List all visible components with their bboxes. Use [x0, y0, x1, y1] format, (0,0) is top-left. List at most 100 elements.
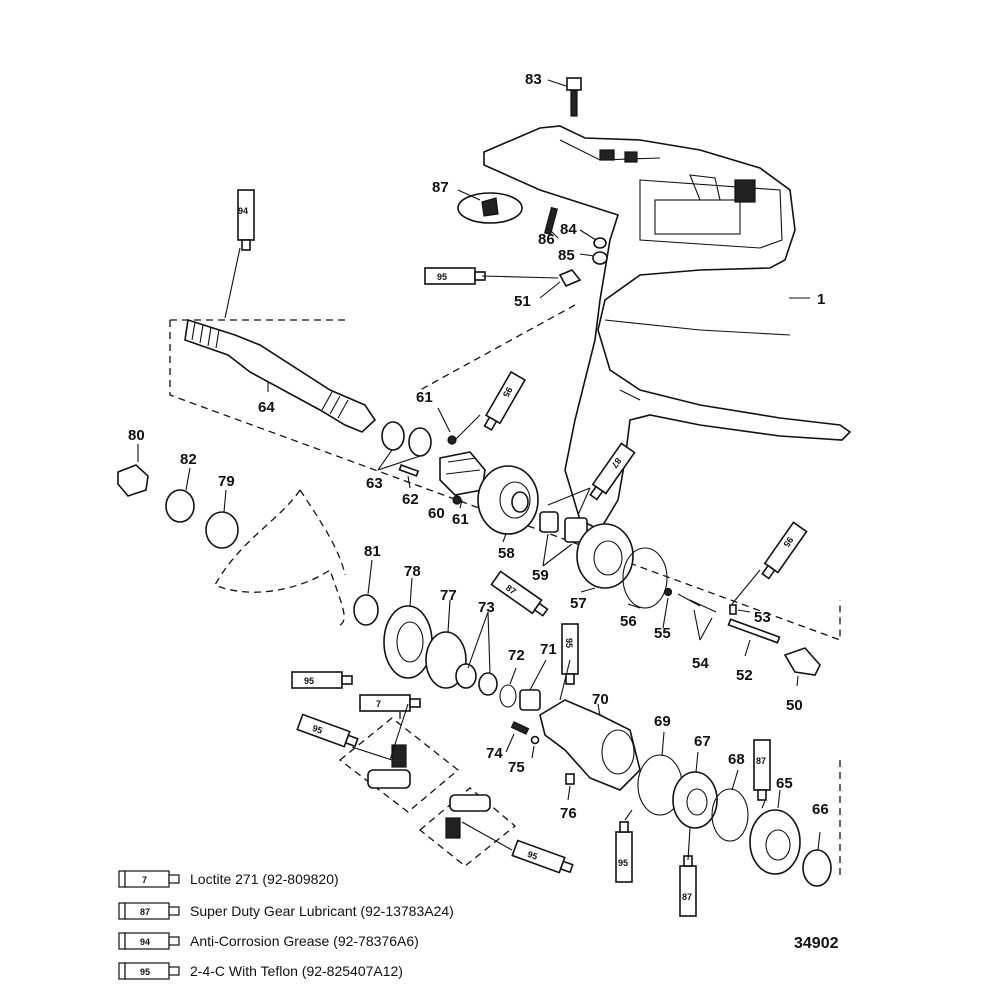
part-54-springs	[677, 593, 717, 613]
part-70-carrier	[539, 699, 641, 791]
part-63-ring-a	[381, 421, 405, 451]
label-67: 67	[694, 733, 711, 750]
tube-95-b: 95	[483, 370, 527, 432]
tube-95-g: 95	[615, 821, 633, 883]
part-76-insert	[565, 773, 575, 785]
tube-95-e: 95	[291, 671, 353, 689]
part-73-bearing-a	[455, 663, 477, 689]
part-55-ball	[663, 587, 673, 597]
legend-row-anti-corrosion: 94 Anti-Corrosion Grease (92-78376A6)	[118, 930, 538, 956]
svg-text:87: 87	[682, 892, 692, 902]
tube-87-c: 87	[753, 739, 771, 801]
part-80-nut	[117, 464, 149, 497]
label-56: 56	[620, 613, 637, 630]
label-62: 62	[402, 491, 419, 508]
label-54: 54	[692, 655, 709, 672]
label-72: 72	[508, 647, 525, 664]
leader-lines	[137, 79, 821, 861]
label-66: 66	[812, 801, 829, 818]
figure-number: 34902	[794, 935, 839, 952]
svg-text:95: 95	[311, 723, 324, 736]
label-77: 77	[440, 587, 457, 604]
part-73-bearing-b	[478, 672, 498, 696]
label-65: 65	[776, 775, 793, 792]
svg-text:95: 95	[437, 272, 447, 282]
svg-text:94: 94	[238, 206, 248, 216]
part-61-ball-b	[452, 495, 462, 505]
label-60: 60	[428, 505, 445, 522]
label-75: 75	[508, 759, 525, 776]
gear-housing	[483, 125, 852, 532]
label-63: 63	[366, 475, 383, 492]
svg-text:87: 87	[504, 583, 518, 597]
tube-95-d: 95	[561, 623, 579, 685]
part-50-shift-cam	[783, 647, 821, 676]
tube-95-h: 95	[511, 839, 574, 874]
part-68-shim	[711, 788, 749, 842]
label-86: 86	[538, 231, 555, 248]
legend-text: 2-4-C With Teflon (92-825407A12)	[190, 963, 403, 979]
label-78: 78	[404, 563, 421, 580]
pinion-box-a	[338, 717, 460, 813]
part-86-screw	[544, 206, 558, 236]
label-64: 64	[258, 399, 275, 416]
part-74-screw	[510, 721, 530, 735]
part-63-ring-b	[408, 427, 432, 457]
legend-row-gear-lubricant: 87 Super Duty Gear Lubricant (92-13783A2…	[118, 900, 538, 926]
label-79: 79	[218, 473, 235, 490]
part-87-anode	[457, 192, 523, 224]
label-83: 83	[525, 71, 542, 88]
part-59-bearings	[539, 511, 588, 543]
tube-95-c: 95	[761, 521, 808, 580]
svg-text:95: 95	[564, 638, 574, 648]
label-74: 74	[486, 745, 503, 762]
label-61b: 61	[452, 511, 469, 528]
label-71: 71	[540, 641, 557, 658]
part-67-bearing	[672, 771, 718, 829]
svg-text:95: 95	[140, 967, 150, 977]
part-62-pin	[398, 464, 420, 477]
label-53: 53	[754, 609, 771, 626]
label-59: 59	[532, 567, 549, 584]
part-85-nut	[592, 251, 608, 265]
part-84-washer	[593, 237, 607, 249]
label-73: 73	[478, 599, 495, 616]
propeller-outline	[214, 489, 346, 626]
pinion-assembly-a	[367, 744, 411, 789]
label-1: 1	[817, 291, 825, 308]
part-53-pin	[729, 604, 737, 615]
tube-87-b: 87	[490, 570, 549, 617]
part-81-thrust-hub	[353, 594, 379, 626]
pinion-box-b	[418, 787, 517, 867]
svg-text:95: 95	[526, 849, 539, 862]
legend-text: Loctite 271 (92-809820)	[190, 871, 339, 887]
tube-87-d: 87	[679, 855, 697, 917]
label-85: 85	[558, 247, 575, 264]
part-52-cam-follower	[727, 618, 781, 644]
tube-95-f: 95	[296, 713, 359, 748]
label-84: 84	[560, 221, 577, 238]
svg-text:87: 87	[609, 456, 623, 470]
tube-95-a: 95	[424, 267, 486, 285]
legend-text: Super Duty Gear Lubricant (92-13783A24)	[190, 903, 454, 919]
tube-icon: 87	[118, 902, 180, 920]
svg-text:87: 87	[140, 907, 150, 917]
tube-icon: 95	[118, 962, 180, 980]
label-87: 87	[432, 179, 449, 196]
legend-row-2-4-c: 95 2-4-C With Teflon (92-825407A12)	[118, 960, 538, 986]
svg-text:95: 95	[304, 676, 314, 686]
tube-icon: 7	[118, 870, 180, 888]
part-71-bearing	[519, 689, 541, 711]
label-82: 82	[180, 451, 197, 468]
label-80: 80	[128, 427, 145, 444]
label-76: 76	[560, 805, 577, 822]
part-65-pinion-gear	[749, 809, 801, 875]
label-51: 51	[514, 293, 531, 310]
svg-text:7: 7	[376, 699, 381, 709]
label-58: 58	[498, 545, 515, 562]
svg-text:95: 95	[781, 535, 795, 549]
legend-text: Anti-Corrosion Grease (92-78376A6)	[190, 933, 419, 949]
svg-text:87: 87	[756, 756, 766, 766]
part-79-tab-washer	[205, 511, 239, 549]
part-78-reverse-gear	[383, 605, 433, 679]
